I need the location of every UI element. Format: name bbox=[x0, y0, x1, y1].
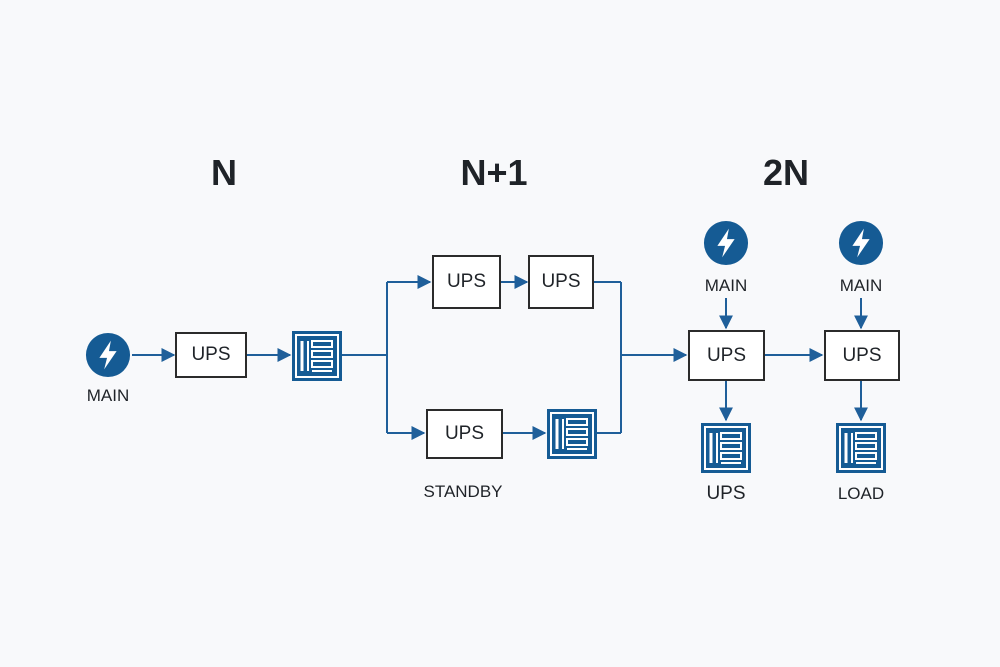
n-ups-box: UPS bbox=[175, 332, 247, 378]
2n-main-b-label: MAIN bbox=[839, 276, 883, 295]
2n-ups-a-label: UPS bbox=[706, 344, 747, 366]
title-2n: 2N bbox=[762, 152, 810, 193]
2n-server-rack-b-icon bbox=[836, 423, 886, 473]
2n-main-a-lightning-bolt-icon bbox=[703, 220, 749, 266]
n1-standby-label: STANDBY bbox=[423, 482, 503, 501]
2n-ups-box-a: UPS bbox=[688, 330, 765, 381]
n-server-rack-icon bbox=[292, 331, 342, 381]
n-main-label: MAIN bbox=[86, 386, 130, 405]
title-n-plus-1: N+1 bbox=[460, 152, 528, 193]
2n-ups-box-b: UPS bbox=[824, 330, 900, 381]
2n-load-a-label: UPS bbox=[706, 483, 746, 504]
title-n: N bbox=[211, 152, 237, 193]
n1-ups-a-label: UPS bbox=[446, 271, 487, 292]
2n-load-b-label: LOAD bbox=[837, 484, 885, 503]
n1-server-rack-icon bbox=[547, 409, 597, 459]
2n-server-rack-a-icon bbox=[701, 423, 751, 473]
n1-standby-ups-label: UPS bbox=[444, 423, 485, 444]
n1-ups-b-label: UPS bbox=[541, 271, 581, 292]
n-main-lightning-bolt-icon bbox=[85, 332, 131, 378]
2n-ups-b-label: UPS bbox=[842, 344, 882, 366]
n1-standby-ups-box: UPS bbox=[426, 409, 503, 459]
n-ups-label: UPS bbox=[191, 344, 231, 365]
n1-ups-box-b: UPS bbox=[528, 255, 594, 309]
2n-main-a-label: MAIN bbox=[704, 276, 748, 295]
2n-main-b-lightning-bolt-icon bbox=[838, 220, 884, 266]
n1-ups-box-a: UPS bbox=[432, 255, 501, 309]
